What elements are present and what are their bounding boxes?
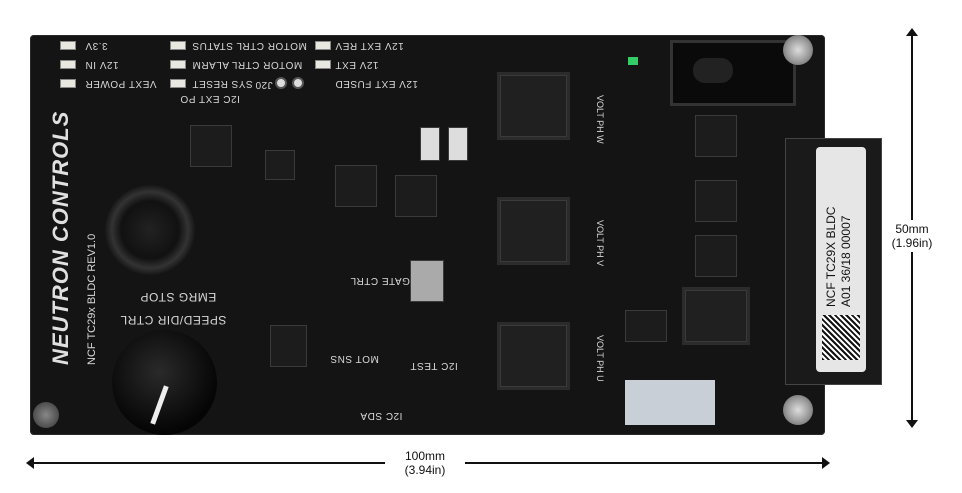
led [170,60,186,69]
silk-sys-reset: SYS RESET [192,78,253,89]
height-dimension-label: 50mm (1.96in) [884,220,940,252]
silk-vext: VEXT POWER [85,78,157,89]
header-pin [275,77,287,89]
ic-chip [270,325,307,367]
status-led [628,57,638,65]
height-in: (1.96in) [891,236,933,250]
mount-hole [33,402,59,428]
silk-j20: J20 [255,79,273,90]
led [60,60,76,69]
ic-chip [335,165,377,207]
silk-volt-u: VOLT PH U [595,335,605,382]
led [170,41,186,50]
arrow-up-icon [906,28,918,36]
connector-socket [693,58,733,83]
crystal [410,260,444,302]
motor-terminal-connector: NCF TC29X BLDC A01 36/18 00007 [785,138,882,385]
silk-emrg: EMRG STOP [140,290,217,304]
led [60,41,76,50]
silk-12v-in: 12V IN [85,59,119,70]
width-mm: 100mm [404,449,445,463]
silk-rev: NCF TC29x BLDC REV1.0 [86,233,98,365]
height-mm: 50mm [895,222,929,236]
label-line1: NCF TC29X BLDC [824,206,838,307]
mosfet-driver [500,200,567,262]
arrow-right-icon [822,457,830,469]
neutron-logo: NEUTRON CONTROLS [48,110,73,365]
silk-motor-status: MOTOR CTRL STATUS [192,40,307,51]
mosfet-driver [500,325,567,387]
screw [783,35,813,65]
silk-ext: 12V EXT [335,59,379,70]
speed-knob[interactable] [112,330,217,435]
led [315,60,331,69]
header-pin [292,77,304,89]
resistor [448,127,468,161]
silk-3v3: 3.3V [85,40,108,51]
power-connector [670,40,796,106]
silk-volt-v: VOLT PH V [595,220,605,267]
arrow-left-icon [26,457,34,469]
silk-gate: GATE CTRL [350,275,410,286]
silk-i2c-ext: I2C EXT PO [180,93,240,104]
label-text: NCF TC29X BLDC A01 36/18 00007 [824,207,854,307]
width-in: (3.94in) [404,463,446,477]
led [60,79,76,88]
ic-chip [695,235,737,277]
pad-area [625,380,715,425]
product-label: NCF TC29X BLDC A01 36/18 00007 [816,147,866,372]
ic-chip [190,125,232,167]
pcb-board: 3.3V 12V IN VEXT POWER MOTOR CTRL STATUS… [30,35,825,435]
ic-chip [695,180,737,222]
screw [783,395,813,425]
silk-ext-rev: 12V EXT REV [335,40,404,51]
ic-chip [395,175,437,217]
led [170,79,186,88]
silk-mot-sns: MOT SNS [330,353,379,364]
silk-i2c-test: I2C TEST [410,360,458,371]
silk-ext-fused: 12V EXT FUSED [335,78,419,89]
mosfet-driver [500,75,567,137]
emergency-stop-button[interactable] [105,185,195,275]
resistor [420,127,440,161]
silk-i2c-sda: I2C SDA [360,410,403,421]
ic-chip [265,150,295,180]
ic-chip [625,310,667,342]
led [315,41,331,50]
inductor [685,290,747,342]
silk-speed: SPEED/DIR CTRL [120,313,227,327]
width-dimension-label: 100mm (3.94in) [385,449,465,477]
ic-chip [695,115,737,157]
arrow-down-icon [906,420,918,428]
silk-motor-alarm: MOTOR CTRL ALARM [192,59,303,70]
label-line2: A01 36/18 00007 [839,215,853,307]
datamatrix-code [822,315,860,360]
silk-volt-w: VOLT PH W [595,95,605,144]
knob-indicator [150,385,169,425]
